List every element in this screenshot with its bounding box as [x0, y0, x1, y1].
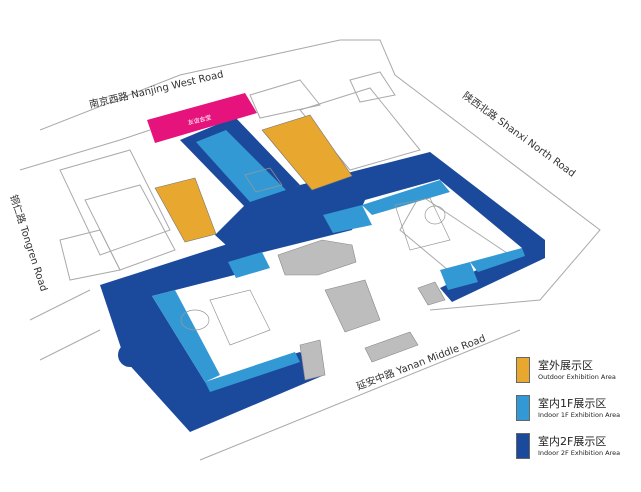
building-outline	[59, 229, 121, 281]
legend-item-2f: 室内2F展示区 Indoor 2F Exhibition Area	[516, 431, 641, 469]
fountain	[180, 309, 210, 331]
strip-1f	[205, 352, 300, 392]
garden-path	[244, 167, 283, 193]
outdoor-block-east	[261, 114, 353, 191]
central-band	[215, 152, 455, 258]
legend-swatch	[516, 357, 530, 383]
south-building	[364, 331, 419, 363]
block-1f	[323, 205, 372, 233]
road-outline-north	[39, 39, 601, 311]
strip-1f	[362, 180, 450, 215]
garden-path	[394, 197, 451, 251]
north-hall-1f	[196, 130, 286, 202]
road-label-east: 陕西北路 Shanxi North Road	[460, 89, 578, 180]
legend-swatch	[516, 433, 530, 459]
east-wing	[430, 152, 545, 302]
block-1f	[228, 252, 270, 278]
legend-label-zh: 室外展示区	[538, 359, 593, 372]
steps	[417, 281, 446, 306]
fountain	[424, 205, 446, 225]
road-label-west: 铜仁路 Tongren Road	[7, 193, 51, 293]
legend-label-en: Indoor 2F Exhibition Area	[538, 449, 621, 457]
lawn-building	[324, 279, 381, 333]
legend: 室外展示区 Outdoor Exhibition Area 室内1F展示区 In…	[516, 355, 641, 469]
courtyard-sketches	[180, 167, 451, 346]
steps	[299, 339, 326, 381]
road-outline-south	[199, 329, 521, 461]
legend-label-en: Indoor 1F Exhibition Area	[538, 411, 621, 419]
road-outline-sw	[29, 289, 101, 361]
outdoor-area	[154, 114, 353, 243]
road-outline-west	[19, 129, 151, 171]
block-1f	[440, 262, 478, 290]
legend-item-1f: 室内1F展示区 Indoor 1F Exhibition Area	[516, 393, 641, 431]
legend-label-zh: 室内2F展示区	[538, 435, 607, 448]
legend-swatch	[516, 395, 530, 421]
legend-label-en: Outdoor Exhibition Area	[538, 373, 616, 381]
strip-1f	[470, 248, 525, 272]
west-wing	[100, 240, 322, 432]
building-outline	[349, 71, 396, 103]
indoor-1f-area	[152, 130, 525, 392]
west-rotunda	[118, 343, 142, 367]
friendship-hall	[147, 93, 257, 143]
building-outline	[249, 79, 321, 119]
legend-item-outdoor: 室外展示区 Outdoor Exhibition Area	[516, 355, 641, 393]
grey-buildings	[277, 239, 446, 381]
building-outline	[59, 149, 171, 256]
garden-path	[209, 289, 271, 346]
central-building	[277, 239, 357, 276]
strip-1f	[152, 290, 220, 382]
legend-label-zh: 室内1F展示区	[538, 397, 607, 410]
outdoor-block-west	[154, 177, 217, 243]
road-label-south: 延安中路 Yanan Middle Road	[354, 331, 487, 392]
site-outlines	[19, 39, 601, 461]
